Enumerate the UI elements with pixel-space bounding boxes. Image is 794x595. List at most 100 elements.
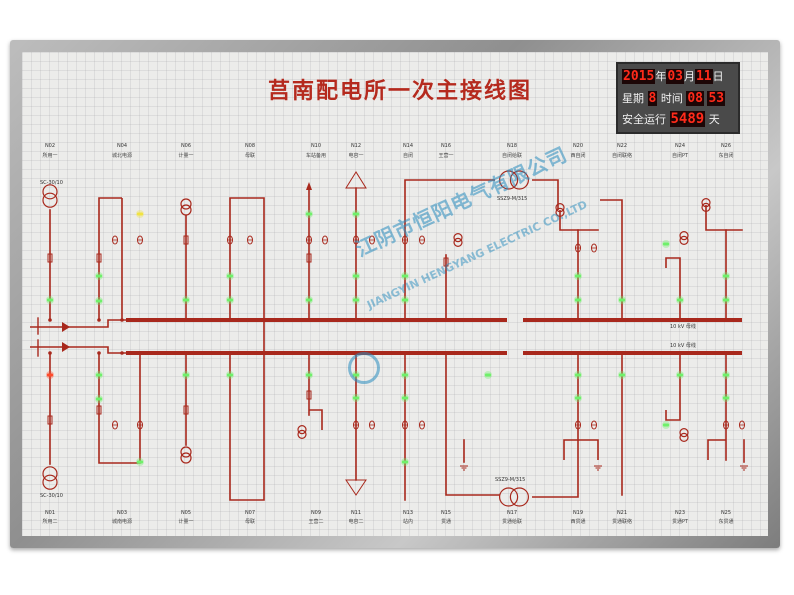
transformer-top-left-label: SC-30/10	[40, 180, 63, 186]
clock-day: 11	[694, 69, 713, 84]
top-feeder-name: 计量一	[178, 153, 194, 159]
bottom-feeder-name: 东贯通	[718, 519, 734, 525]
bus-connection-point	[354, 318, 358, 322]
bus-connection-point	[48, 351, 52, 355]
breaker-symbol	[47, 415, 53, 425]
feeder-n03	[98, 353, 141, 464]
breaker-symbol	[96, 253, 102, 263]
bus-connection-point	[48, 318, 52, 322]
transformer-symbol	[180, 446, 192, 458]
bus-connection-point	[678, 318, 682, 322]
wire	[563, 439, 578, 460]
indicator-lamp	[677, 373, 683, 377]
indicator-lamp	[306, 298, 312, 302]
top-feeder-code: N16	[440, 143, 452, 149]
bottom-feeder-code: N07	[244, 510, 256, 516]
bottom-feeder-name: 西贯通	[570, 519, 586, 525]
transformer-symbol	[297, 425, 307, 435]
indicator-lamp	[137, 460, 143, 464]
bus-connection-point	[724, 351, 728, 355]
bottom-feeder-name: 所用二	[42, 519, 58, 525]
transformer-bottom-mid-label: SSZ9-M/315	[495, 477, 526, 483]
clock-safe-row: 安全运行 5489 天	[622, 111, 720, 127]
incomer-bottom	[30, 346, 128, 354]
transformer-symbol	[297, 429, 307, 439]
breaker-symbol	[96, 405, 102, 415]
indicator-lamp	[227, 298, 233, 302]
indicator-lamp	[723, 274, 729, 278]
bottom-feeder-code: N01	[44, 510, 56, 516]
indicator-lamp	[402, 460, 408, 464]
wire	[532, 179, 559, 210]
bottom-feeder-code: N17	[506, 510, 518, 516]
indicator-lamp	[227, 373, 233, 377]
indicator-lamp	[619, 298, 625, 302]
bus-connection-point	[403, 318, 407, 322]
indicator-lamp	[723, 298, 729, 302]
indicator-lamp	[306, 373, 312, 377]
indicator-lamp	[183, 298, 189, 302]
indicator-lamp	[353, 298, 359, 302]
indicator-lamp	[306, 212, 312, 216]
top-feeder-name: 所用一	[42, 153, 58, 159]
bottom-feeder-name: 贯通给联	[501, 519, 523, 525]
time-hour: 08	[686, 91, 704, 106]
bottom-feeder-code: N05	[180, 510, 192, 516]
top-feeder-name: 自闭给联	[501, 153, 523, 159]
transformer-symbol	[509, 170, 530, 190]
transformer-top-mid-label: SSZ9-M/315	[497, 196, 528, 202]
transformer-symbol	[679, 428, 689, 438]
breaker-symbol	[183, 405, 189, 415]
safe-unit: 天	[708, 113, 720, 126]
feeder-n23	[665, 353, 681, 421]
top-feeder-name: 母联	[244, 153, 256, 159]
wire	[309, 409, 323, 430]
wire	[707, 439, 726, 460]
transformer-symbol	[499, 170, 519, 190]
bottom-feeder-code: N09	[310, 510, 322, 516]
bottom-feeder-code: N21	[616, 510, 628, 516]
indicator-lamp	[183, 373, 189, 377]
bus-connection-point	[620, 351, 624, 355]
bus-connection-point	[97, 351, 101, 355]
bus-connection-point	[576, 351, 580, 355]
bottom-feeder-code: N13	[402, 510, 414, 516]
safe-days: 5489	[669, 111, 706, 127]
bottom-feeder-name: 计量一	[178, 519, 194, 525]
digital-clock: 2015年03月11日 星期 8 时间 08 53 安全运行 5489 天	[616, 62, 740, 134]
transformer-symbol	[701, 198, 711, 208]
top-feeder-code: N10	[310, 143, 322, 149]
breaker-symbol	[306, 253, 312, 263]
capacitor-bank-symbol	[345, 479, 367, 496]
transformer-symbol	[555, 203, 565, 213]
bus-connection-point	[120, 318, 124, 322]
bus-connection-point	[576, 318, 580, 322]
bus-connection-point	[403, 351, 407, 355]
indicator-lamp	[96, 397, 102, 401]
feeder-n24	[665, 257, 681, 320]
indicator-lamp	[402, 396, 408, 400]
indicator-lamp	[96, 299, 102, 303]
transformer-symbol	[453, 237, 463, 247]
bottom-feeder-name: 贯通联络	[611, 519, 633, 525]
breaker-symbol	[443, 257, 449, 267]
bus-connection-point	[307, 318, 311, 322]
bus-connection-point	[184, 318, 188, 322]
top-feeder-name: 东自闭	[718, 153, 734, 159]
bus-connection-point	[620, 318, 624, 322]
transformer-symbol	[679, 432, 689, 442]
breaker-symbol	[183, 235, 189, 245]
clock-month: 03	[666, 69, 684, 84]
breaker-symbol	[47, 253, 53, 263]
clock-day-unit: 日	[712, 70, 724, 83]
transformer-symbol	[453, 233, 463, 243]
indicator-lamp	[575, 396, 581, 400]
time-minute: 53	[707, 91, 726, 106]
bottom-feeder-name: 城南电源	[111, 519, 133, 525]
transformer-bottom-left-label: SC-30/10	[40, 493, 63, 499]
weekday-label: 星期	[622, 92, 644, 105]
transformer-symbol	[499, 487, 519, 507]
bottom-feeder-code: N11	[350, 510, 362, 516]
indicator-lamp	[402, 373, 408, 377]
top-feeder-code: N22	[616, 143, 628, 149]
